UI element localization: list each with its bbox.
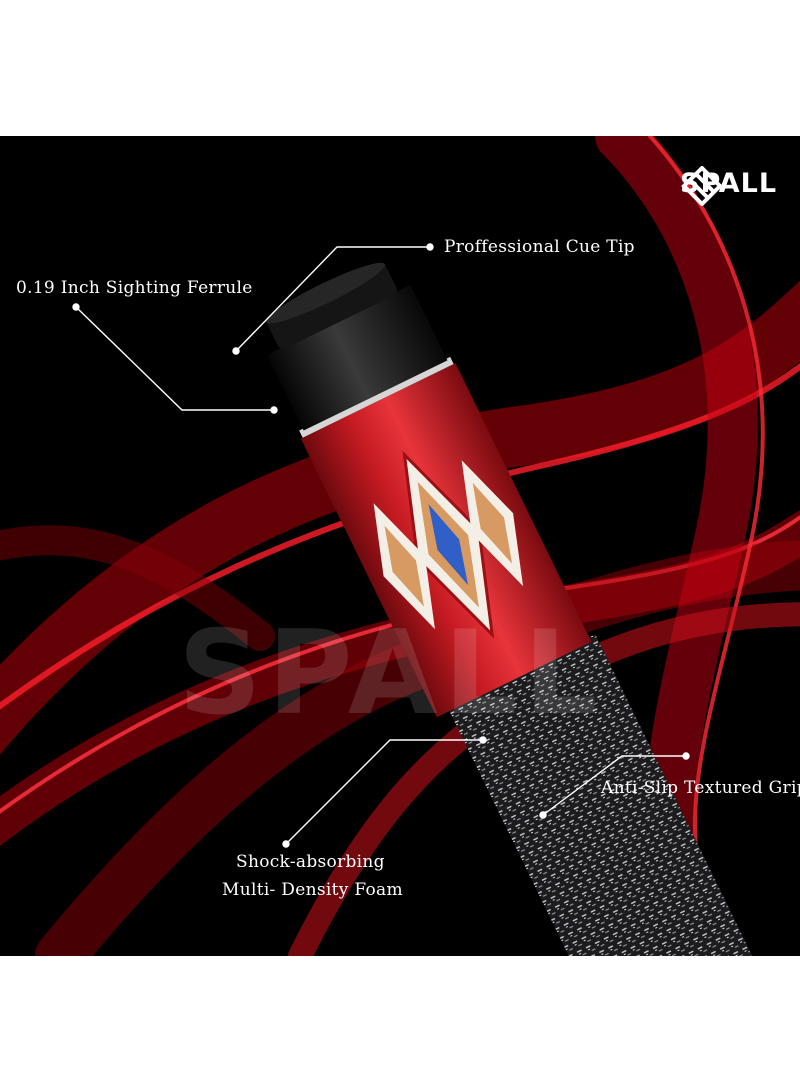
inlay-design [373,450,524,639]
callout-grip: Anti-Slip Textured Grip [601,778,800,798]
spall-diamond-logo-icon [681,166,723,206]
cue-tip [267,264,397,349]
callout-ferrule: 0.19 Inch Sighting Ferrule [16,278,253,298]
callout-foam-line2: Multi- Density Foam [222,880,403,900]
cue-stick [266,262,754,956]
cue-illustration [0,136,800,956]
product-image: SPALL SPALL Proffessional Cue Tip 0.19 I… [0,136,800,956]
joint-ring [299,356,454,438]
callout-lines [72,243,690,848]
brand-watermark: SPALL [178,606,604,741]
ferrule [266,284,448,431]
brand-logo: SPALL [680,166,776,206]
grip-wrap [447,634,754,956]
callout-cue-tip: Proffessional Cue Tip [444,237,635,257]
callout-foam-line1: Shock-absorbing [236,852,385,872]
